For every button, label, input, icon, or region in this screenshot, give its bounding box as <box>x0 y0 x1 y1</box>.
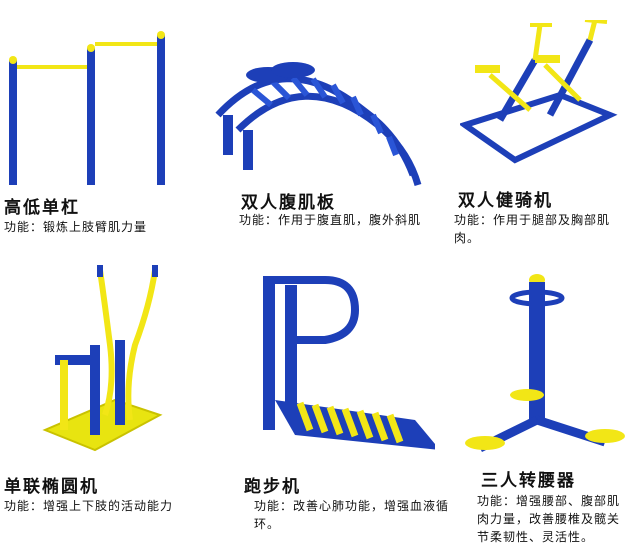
waist-twister-image <box>465 270 630 455</box>
high-low-bars-image <box>5 30 175 190</box>
treadmill-image <box>255 270 435 460</box>
product-title: 三人转腰器 <box>481 471 576 491</box>
product-desc: 功能：锻炼上肢臂肌力量 <box>4 220 148 234</box>
situp-board-image <box>213 55 433 195</box>
product-title: 双人腹肌板 <box>241 193 336 213</box>
product-card-elliptical: 单联椭圆机 功能：增强上下肢的活动能力 <box>0 265 225 525</box>
product-desc: 功能：作用于腿部及胸部肌肉。 <box>454 213 611 245</box>
product-card-waist-twister: 三人转腰器 功能：增强腰部、腹部肌肉力量，改善腰椎及髋关节柔韧性、灵活性。 <box>465 265 630 552</box>
product-title: 跑步机 <box>244 477 301 497</box>
double-rider-image <box>460 20 625 170</box>
product-desc: 功能：改善心肺功能，增强血液循环。 <box>254 499 450 531</box>
product-desc: 功能：增强腰部、腹部肌肉力量，改善腰椎及髋关节柔韧性、灵活性。 <box>477 494 621 544</box>
product-desc: 功能：作用于腹直肌，腹外斜肌 <box>239 213 422 227</box>
product-title: 双人健骑机 <box>458 191 553 211</box>
product-card-situp-board: 双人腹肌板 功能：作用于腹直肌，腹外斜肌 <box>205 0 445 260</box>
elliptical-image <box>35 265 175 455</box>
product-card-double-rider: 双人健骑机 功能：作用于腿部及胸部肌肉。 <box>450 0 630 260</box>
product-card-treadmill: 跑步机 功能：改善心肺功能，增强血液循环。 <box>230 265 460 531</box>
product-title: 单联椭圆机 <box>4 477 99 497</box>
product-desc: 功能：增强上下肢的活动能力 <box>4 499 174 513</box>
product-card-high-low-bars: 高低单杠 功能：锻炼上肢臂肌力量 <box>0 0 200 260</box>
product-title: 高低单杠 <box>4 198 80 218</box>
